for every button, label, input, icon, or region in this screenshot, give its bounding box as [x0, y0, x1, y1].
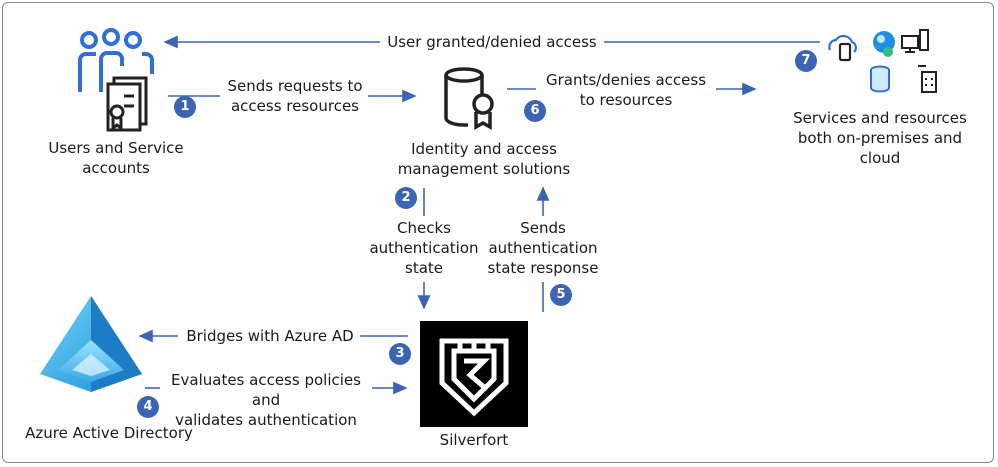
step-badge-3: 3	[389, 343, 411, 365]
step-badge-7: 7	[795, 50, 817, 72]
silverfort-logo	[420, 321, 528, 427]
step-badge-4: 4	[137, 396, 159, 418]
services-cluster-icon	[828, 29, 937, 93]
identity-database-icon	[444, 67, 494, 131]
azure-ad-label: Azure Active Directory	[25, 424, 193, 442]
step-badge-6: 6	[524, 100, 546, 122]
azure-ad-icon	[40, 296, 142, 392]
step-badge-5: 5	[550, 284, 572, 306]
step-badge-1: 1	[174, 96, 196, 118]
identity-label: Identity and access management solutions	[397, 140, 571, 178]
edge-label-user-access: User granted/denied access	[387, 33, 597, 51]
edge-label-checks-state: Checks authentication state	[369, 219, 479, 277]
edge-label-sends-requests: Sends requests to access resources	[227, 77, 363, 115]
silverfort-label: Silverfort	[439, 431, 509, 449]
users-label: Users and Service accounts	[48, 139, 184, 177]
users-group-icon	[78, 28, 154, 132]
step-badge-2: 2	[395, 187, 417, 209]
edge-label-evaluates: Evaluates access policies and validates …	[171, 371, 361, 429]
edge-label-sends-response: Sends authentication state response	[487, 219, 599, 277]
edge-label-bridges: Bridges with Azure AD	[186, 327, 354, 345]
services-label: Services and resources both on-premises …	[793, 109, 967, 167]
edge-label-grants-denies: Grants/denies access to resources	[545, 71, 707, 109]
